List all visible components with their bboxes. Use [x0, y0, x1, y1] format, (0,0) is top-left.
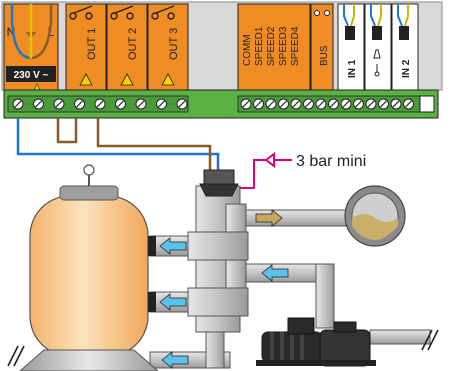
- output-2-label: OUT 2: [127, 28, 139, 60]
- speed-terminal-comm: COMM: [242, 34, 253, 66]
- terminal-screw-slot: [35, 100, 42, 108]
- arrow-right-icon: [255, 209, 283, 227]
- input-block-2: [364, 3, 392, 91]
- terminal-screw-slot: [280, 100, 287, 108]
- warning-triangle-icon: [79, 73, 93, 86]
- terminal-screw-slot: [242, 100, 250, 108]
- switch-icon: [69, 5, 93, 20]
- sight-glass: [344, 185, 406, 247]
- terminal-screw-slot: [380, 100, 387, 108]
- blue-wire: [16, 118, 220, 176]
- output-relay-3: OUT 3: [147, 3, 189, 91]
- output-1-label: OUT 1: [86, 28, 98, 60]
- pipe-break-marks: [7, 329, 439, 367]
- terminal-screw-slot: [292, 100, 300, 108]
- terminal-screws-right: [240, 98, 414, 110]
- arrow-left-icon: [159, 237, 187, 255]
- neutral-label: N: [7, 25, 16, 39]
- terminal-screw-slot: [367, 100, 375, 108]
- power-wire-blue: [10, 4, 31, 60]
- arrow-left-icon: [159, 293, 187, 311]
- multiport-valve: [187, 185, 249, 333]
- input-3-wire-blue: [397, 4, 403, 27]
- output-relay-2: OUT 2: [106, 3, 148, 91]
- bus-connector-icon: [314, 10, 330, 16]
- speed-terminal-speed4: SPEED4: [290, 26, 301, 66]
- brown-wire-2: [96, 118, 212, 176]
- pressure-sensor-label: 3 bar mini: [296, 153, 366, 170]
- tank-base: [19, 349, 159, 371]
- arrow-left-icon: [261, 264, 289, 282]
- input-2-wire-yellow: [377, 4, 382, 27]
- terminal-screw-slot: [117, 100, 124, 108]
- voltage-label: 230 V ~: [14, 70, 49, 81]
- input-1-label: IN 1: [347, 59, 358, 78]
- terminal-screw-slot: [158, 100, 165, 108]
- bus-label: BUS: [319, 45, 330, 66]
- input-3-wire-yellow: [404, 4, 409, 27]
- sand-filter-tank: [19, 164, 159, 371]
- terminal-screw-slot: [255, 100, 262, 108]
- terminal-screw-slot: [96, 100, 104, 108]
- pump: [256, 317, 376, 367]
- arrow-left-icon: [161, 351, 189, 369]
- tank-pressure-gauge-icon: [83, 164, 95, 186]
- terminal-screw-slot: [355, 100, 362, 108]
- input-2-wire-blue: [370, 4, 376, 27]
- bus-block: BUS: [310, 3, 334, 91]
- terminal-screw-slot: [267, 100, 275, 108]
- terminal-screw-slot: [342, 100, 350, 108]
- terminal-screws-left: [12, 98, 188, 110]
- sensor-wire-magenta: [236, 159, 266, 189]
- input-2-label: IN 2: [401, 59, 412, 78]
- terminal-screw-slot: [14, 100, 22, 108]
- terminal-screw-slot: [330, 100, 337, 108]
- speed-terminal-speed2: SPEED2: [266, 26, 277, 66]
- terminal-screw-slot: [137, 100, 145, 108]
- controller-panel: N ⏚ L 230 V ~ OUT 1: [1, 1, 443, 119]
- switch-icon: [110, 5, 134, 20]
- terminal-screw-slot: [305, 100, 312, 108]
- terminal-screw-slot: [55, 100, 63, 108]
- pressure-sensor-icon: [264, 152, 292, 168]
- terminal-screw-slot: [317, 100, 325, 108]
- terminal-screw-slot: [76, 100, 83, 108]
- power-block: N ⏚ L 230 V ~: [3, 3, 59, 91]
- terminal-screw-slot: [392, 100, 400, 108]
- terminal-screw-slot: [405, 100, 412, 108]
- speed-terminal-speed1: SPEED1: [254, 26, 265, 66]
- flow-arrows: [159, 209, 289, 369]
- input-1-wire-blue: [343, 4, 349, 27]
- speed-terminal-block: COMM SPEED1 SPEED2 SPEED3 SPEED4: [237, 3, 311, 91]
- brown-wire-1: [56, 118, 78, 144]
- input-block-1: IN 1: [337, 3, 365, 91]
- warning-triangle-icon: [161, 73, 175, 86]
- terminal-screw-slot: [178, 100, 186, 108]
- speed-terminal-speed3: SPEED3: [278, 26, 289, 66]
- live-label: L: [48, 25, 55, 39]
- power-wire-brown: [31, 4, 53, 60]
- output-3-label: OUT 3: [168, 28, 180, 60]
- warning-triangle-icon: [120, 73, 134, 86]
- input-block-3: IN 2: [391, 3, 419, 91]
- drop-icon: [373, 49, 381, 59]
- switch-icon: [151, 5, 175, 20]
- input-1-wire-yellow: [350, 4, 355, 27]
- pressure-gauge-body: [199, 169, 239, 197]
- thermometer-icon: [374, 64, 380, 77]
- output-relay-1: OUT 1: [65, 3, 107, 91]
- terminal-strip: [3, 89, 439, 119]
